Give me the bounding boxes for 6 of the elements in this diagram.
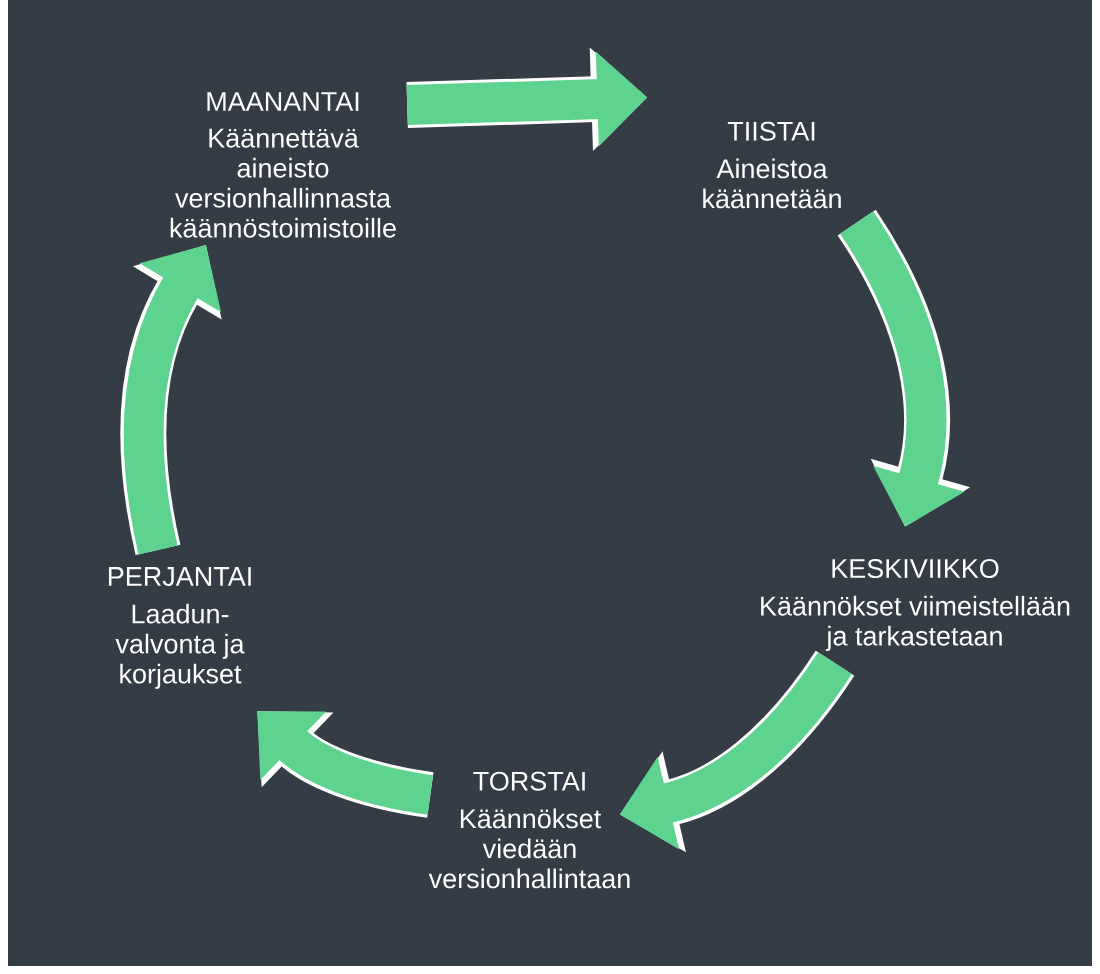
step-text: PERJANTAI Laadun- valvonta ja korjaukset bbox=[108, 567, 251, 689]
step-text: KESKIVIIKKO Käännökset viimeistellään ja tarkastetaan bbox=[761, 559, 1070, 651]
step-text: MAANANTAI Käännettävä aineisto versionhallinnasta käännöstoimistoille bbox=[170, 92, 396, 238]
step-text: TORSTAI Käännökset viedään versionhallintaan bbox=[428, 771, 630, 889]
step-text: TIISTAI Aineistoa käännetään bbox=[703, 121, 841, 209]
block-arrow bbox=[257, 711, 434, 818]
